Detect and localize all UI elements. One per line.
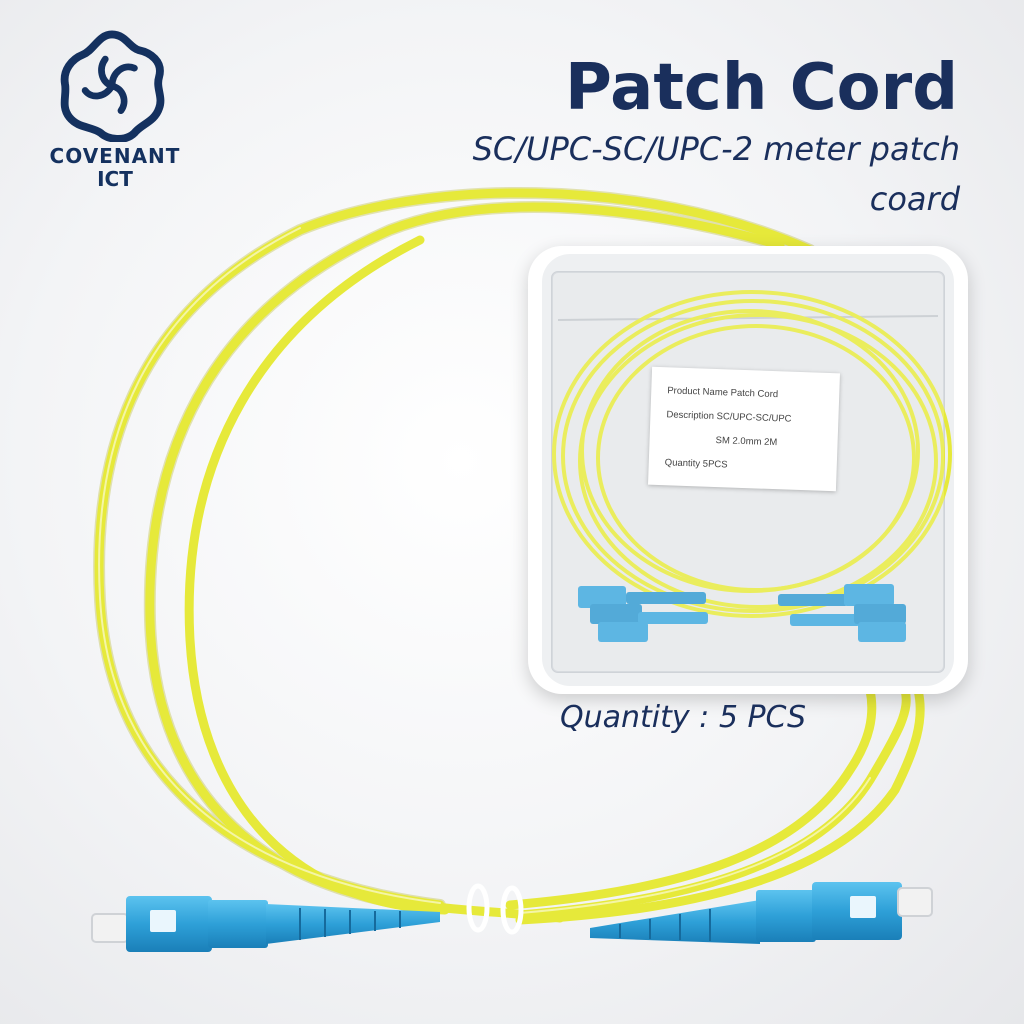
cable-loop-middle [184, 235, 450, 915]
label-product-name: Product Name Patch Cord [667, 385, 779, 401]
cable-right-run-2 [515, 685, 925, 925]
package-label: Product Name Patch Cord Description SC/U… [647, 366, 841, 492]
cable-right-run-1 [515, 685, 911, 920]
package-inset-photo: Product Name Patch Cord Description SC/U… [528, 246, 968, 694]
page-subtitle: SC/UPC-SC/UPC-2 meter patch coard [472, 130, 960, 218]
quantity-caption: Quantity : 5 PCS [560, 700, 807, 735]
cable-right-run-3 [505, 685, 877, 910]
packaged-connectors-icon [578, 584, 906, 642]
label-spec: SM 2.0mm 2M [715, 435, 778, 449]
label-description: Description SC/UPC-SC/UPC [666, 409, 792, 425]
yellow-cable-loops [93, 186, 925, 925]
cable-loop-inner [145, 202, 785, 913]
cable-tie-icon [466, 883, 524, 935]
brand-subname: ICT [97, 167, 133, 191]
cable-center-bundle [415, 900, 565, 923]
label-quantity: Quantity 5PCS [664, 457, 728, 471]
brand-name: COVENANT [49, 144, 181, 168]
sc-connector-left-icon [91, 896, 440, 952]
sc-connector-right-icon [590, 882, 933, 944]
swirl-flower-icon [60, 30, 165, 142]
page-title: Patch Cord [564, 51, 958, 125]
